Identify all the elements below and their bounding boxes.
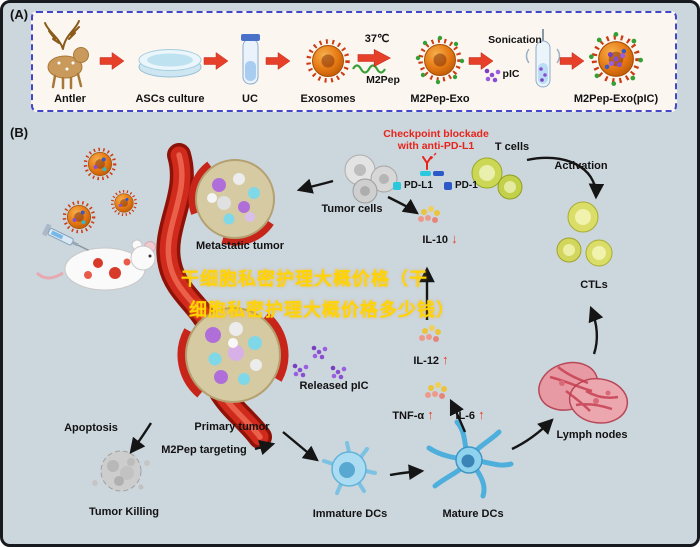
il6-label: IL-6 ↑ <box>455 407 485 422</box>
antler-deer-icon <box>44 20 89 90</box>
pic-label: pIC <box>502 68 520 80</box>
il12-label: IL-12 ↑ <box>413 352 449 367</box>
m2pep-targeting-label: M2Pep targeting <box>161 444 247 456</box>
immature-dc-icon <box>322 441 377 495</box>
apoptosis-label: Apoptosis <box>64 422 118 434</box>
m2pep-exo-pic-icon <box>589 32 643 86</box>
il10-label: IL-10 ↓ <box>422 231 458 246</box>
m2pep-exo-icon <box>415 35 465 85</box>
step-label-uc: UC <box>242 93 258 105</box>
pd-l1-marker-icon <box>393 181 401 190</box>
uc-tube-icon <box>241 34 260 85</box>
primary-tumor-label: Primary tumor <box>194 421 270 433</box>
lymph-nodes-label: Lymph nodes <box>556 429 628 441</box>
primary-tumor-icon <box>185 307 281 403</box>
step-label-m2pep-exo: M2Pep-Exo <box>410 93 470 105</box>
watermark-line-2: 细胞私密护理大概价格多少钱） <box>189 300 455 320</box>
figure-art <box>35 20 643 499</box>
sonication-label: Sonication <box>488 34 542 46</box>
checkpoint-blockade-label: Checkpoint blockade with anti-PD-L1 <box>383 128 489 153</box>
sonication-tube-icon <box>525 29 561 88</box>
t-cells-icon <box>471 157 523 200</box>
petri-dish-icon <box>138 49 202 78</box>
tnf-label: TNF-α ↑ <box>392 407 434 422</box>
step-label-antler: Antler <box>54 93 86 105</box>
tumor-cells-icon <box>344 154 398 204</box>
released-pic-label: Released pIC <box>299 380 369 392</box>
pd-l1-label: PD-L1 <box>393 180 433 191</box>
ctl-cells-icon <box>556 201 613 267</box>
pd-1-marker-icon <box>444 181 452 190</box>
il10-cytokines-icon <box>418 206 440 223</box>
step-label-exosomes: Exosomes <box>300 93 356 105</box>
temperature-label: 37℃ <box>364 33 390 45</box>
il12-cytokines-icon <box>419 325 441 342</box>
released-pic-icon <box>292 345 347 380</box>
watermark-line-1: 干细胞私密护理大概价格（干 <box>181 269 428 289</box>
m2pep-peptide-icon <box>352 64 386 74</box>
step-label-ascs-culture: ASCs culture <box>135 93 205 105</box>
t-cells-label: T cells <box>494 141 530 153</box>
pd-l1-pd-1-junction-icon <box>420 152 444 176</box>
metastatic-tumor-icon <box>195 159 275 239</box>
metastatic-tumor-label: Metastatic tumor <box>195 240 285 252</box>
tnf-il6-cytokines-icon <box>425 382 447 399</box>
mouse-icon <box>35 239 156 291</box>
tumor-killing-icon <box>92 450 150 492</box>
exosome-icon <box>309 42 348 81</box>
pic-dots-icon <box>484 68 501 83</box>
m2pep-label: M2Pep <box>366 74 400 86</box>
immature-dcs-label: Immature DCs <box>312 508 388 520</box>
tumor-killing-label: Tumor Killing <box>88 506 160 518</box>
pd-1-label: PD-1 <box>444 180 478 191</box>
ctls-label: CTLs <box>580 279 608 291</box>
panel-b-label: (B) <box>10 125 29 140</box>
virus-particles-icon <box>62 147 138 234</box>
mature-dcs-label: Mature DCs <box>442 508 504 520</box>
lymph-nodes-icon <box>538 361 629 424</box>
tumor-cells-label: Tumor cells <box>321 203 383 215</box>
step-label-m2pep-exo-pic: M2Pep-Exo(pIC) <box>573 93 659 105</box>
activation-label: Activation <box>554 160 608 172</box>
flow-arrows <box>129 156 605 480</box>
syringe-icon <box>42 223 89 251</box>
mature-dc-icon <box>426 419 514 499</box>
panel-a-label: (A) <box>10 7 29 22</box>
